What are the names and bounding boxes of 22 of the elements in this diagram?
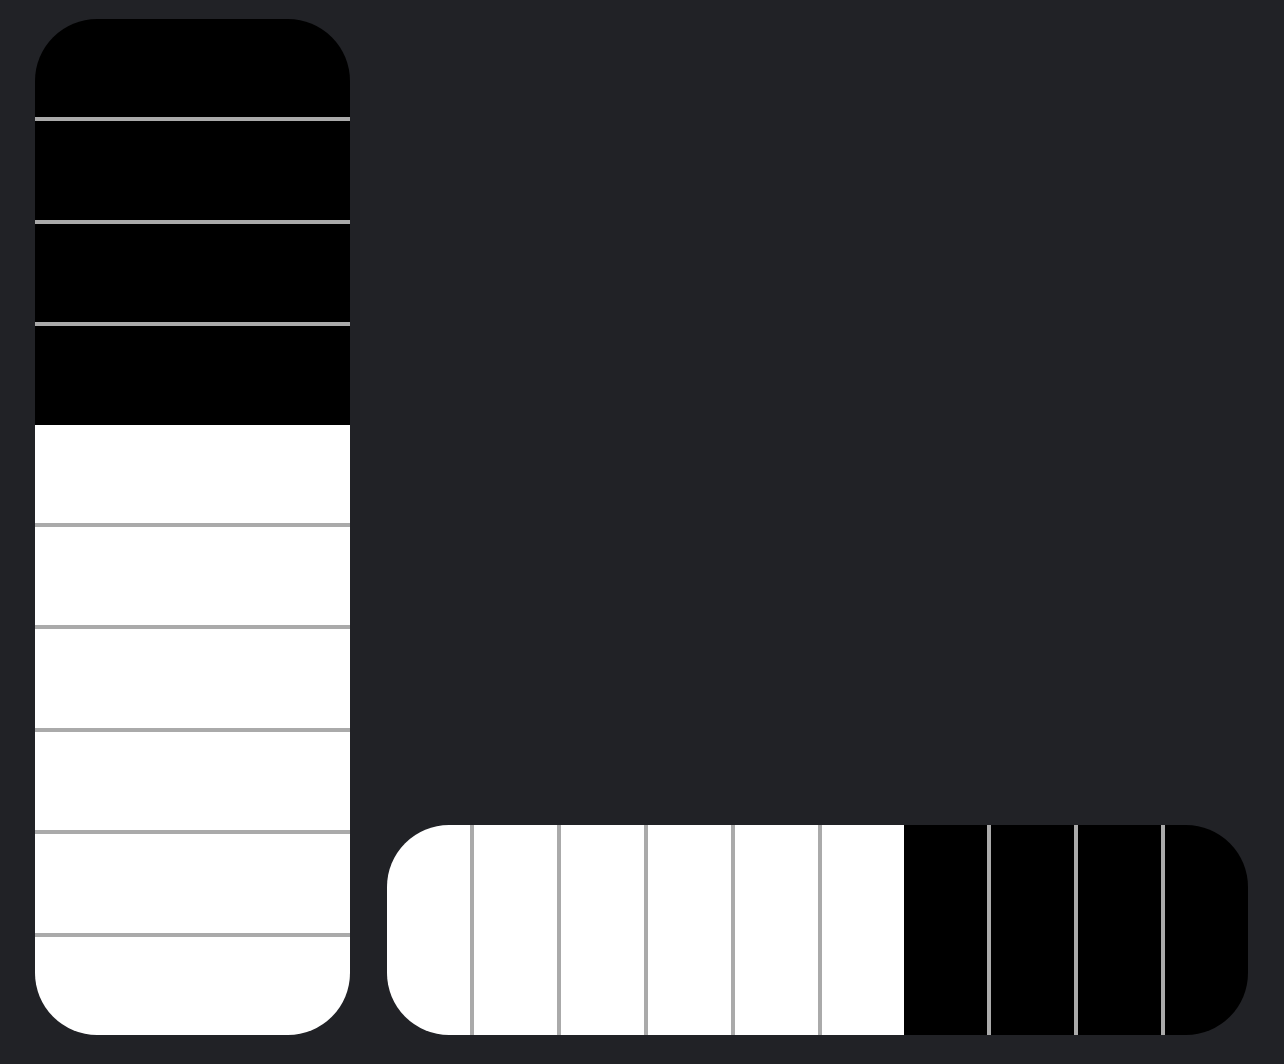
bar-segment <box>35 727 350 831</box>
bar-segment <box>904 825 988 1035</box>
segmented-bar <box>35 19 350 1035</box>
bar-segment <box>469 825 557 1035</box>
bar-segment <box>556 825 644 1035</box>
bar-segment <box>35 424 350 524</box>
bar-segment <box>987 825 1075 1035</box>
bar-segment <box>35 830 350 933</box>
bar-segment <box>35 19 350 118</box>
bar-segment <box>817 825 905 1035</box>
bar-segment <box>1161 825 1248 1035</box>
bar-segment <box>35 523 350 626</box>
segmented-bar <box>387 825 1248 1035</box>
bar-segment <box>35 219 350 323</box>
bar-segment <box>387 825 470 1035</box>
bar-segment <box>730 825 818 1035</box>
bar-segment <box>35 117 350 220</box>
bar-segment <box>35 932 350 1035</box>
bar-segment <box>1074 825 1162 1035</box>
bar-segment <box>35 625 350 728</box>
bar-segment <box>35 322 350 425</box>
bar-segment <box>643 825 731 1035</box>
